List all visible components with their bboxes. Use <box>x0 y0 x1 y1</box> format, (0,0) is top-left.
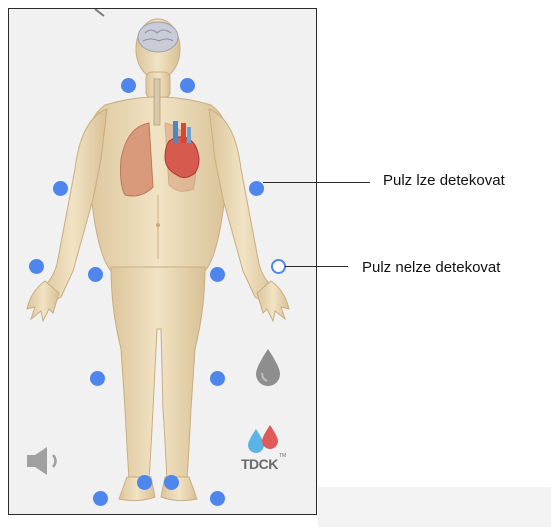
tdck-logo-tm: TM <box>279 453 286 459</box>
pulse-point-brachial-right[interactable] <box>53 181 68 196</box>
body-map-panel: TDCK TM <box>8 8 317 515</box>
legend-label-detectable: Pulz lze detekovat <box>383 172 505 189</box>
pulse-point-carotid-left[interactable] <box>180 78 195 93</box>
pulse-point-tibial-right[interactable] <box>137 475 152 490</box>
pulse-point-tibial-left[interactable] <box>164 475 179 490</box>
pulse-point-carotid-right[interactable] <box>121 78 136 93</box>
pulse-point-dorsalis-pedis-left[interactable] <box>210 491 225 506</box>
bottom-strip <box>318 487 551 527</box>
pulse-point-femoral-right[interactable] <box>88 267 103 282</box>
pulse-point-brachial-left[interactable] <box>249 181 264 196</box>
callout-line-not-detectable <box>285 266 351 267</box>
pulse-point-radial-left[interactable] <box>271 259 286 274</box>
pulse-point-femoral-left[interactable] <box>210 267 225 282</box>
drop-icon[interactable] <box>254 347 282 387</box>
pulse-point-popliteal-right[interactable] <box>90 371 105 386</box>
tdck-logo: TDCK TM <box>239 423 289 477</box>
legend-label-not-detectable: Pulz nelze detekovat <box>362 259 500 276</box>
pulse-point-popliteal-left[interactable] <box>210 371 225 386</box>
tdck-logo-icon <box>243 423 283 455</box>
pulse-point-dorsalis-pedis-right[interactable] <box>93 491 108 506</box>
callout-line-detectable <box>263 182 373 183</box>
speaker-icon[interactable] <box>25 445 69 477</box>
brain-icon <box>138 22 178 52</box>
pulse-point-radial-right[interactable] <box>29 259 44 274</box>
tdck-logo-text: TDCK <box>241 456 278 472</box>
